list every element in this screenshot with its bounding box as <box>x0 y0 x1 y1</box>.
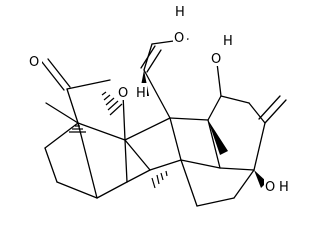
atom-h-oh-bottom: H <box>279 180 289 195</box>
bond-c-o-double-2 <box>47 58 71 88</box>
bond-c6-acid <box>143 69 171 119</box>
atom-o-ring: O <box>118 86 128 101</box>
stereo-bonds <box>69 70 267 189</box>
bond-ring-a-1 <box>44 122 79 149</box>
hash-2 <box>151 170 168 189</box>
bond-ring-a-6 <box>77 122 126 141</box>
bond-ring-c-1 <box>169 117 209 121</box>
hash-1 <box>101 91 123 116</box>
atom-o-oh-bottom: O <box>265 180 275 195</box>
atom-h-acid: H <box>175 5 185 20</box>
atom-h-ring: H <box>136 86 146 101</box>
bond-ring-c-9 <box>207 119 221 169</box>
bond-ring-c-5 <box>253 122 266 171</box>
bond-c10-c1 <box>124 117 171 141</box>
wedge-3 <box>254 170 267 188</box>
bond-ring-c-11 <box>180 159 221 169</box>
bond-ring-b-1 <box>169 117 182 161</box>
wedge-2 <box>208 120 228 155</box>
bond-ring-a-4 <box>96 181 128 199</box>
bond-ring-c-3 <box>220 95 250 104</box>
bond-oh-top <box>216 62 222 97</box>
hash-3 <box>69 125 86 133</box>
atom-o-acid: O <box>174 31 184 46</box>
bond-c19-c4 <box>66 88 79 124</box>
atom-h-oh-top: H <box>223 34 233 49</box>
bond-ring-c-4 <box>248 102 266 124</box>
atom-o-oh-top: O <box>211 52 221 67</box>
bond-methyl <box>45 102 79 124</box>
bond-ring-b-4 <box>124 139 151 171</box>
bond-ring-c-8 <box>180 159 198 207</box>
bond-acid-c-ring <box>143 43 153 71</box>
bond-ring-a-3 <box>56 181 98 199</box>
bond-ring-b-2 <box>149 159 182 171</box>
bond-ring-c-6 <box>233 169 255 199</box>
atom-labels: O H O O H H O O H <box>28 3 290 195</box>
bond-c-o-double-1 <box>41 61 65 91</box>
bond-ring-a-7 <box>77 122 98 199</box>
bond-ring-a-2 <box>44 147 58 183</box>
bond-ring-c-7 <box>196 197 235 207</box>
bond-c19-o <box>66 79 111 90</box>
bond-ring-c-2 <box>207 95 222 121</box>
bond-methylene-2 <box>258 95 281 120</box>
bond-ring-c-10 <box>219 167 255 171</box>
bond-ring-a-5 <box>124 139 128 183</box>
bond-ring-b-3 <box>126 169 151 183</box>
atom-o-carbonyl: O <box>29 55 39 70</box>
bond-c10-o <box>122 93 126 141</box>
bond-acid-c-o-double-2 <box>146 49 162 73</box>
bond-methylene-1 <box>264 99 287 124</box>
bond-lines <box>41 38 287 207</box>
